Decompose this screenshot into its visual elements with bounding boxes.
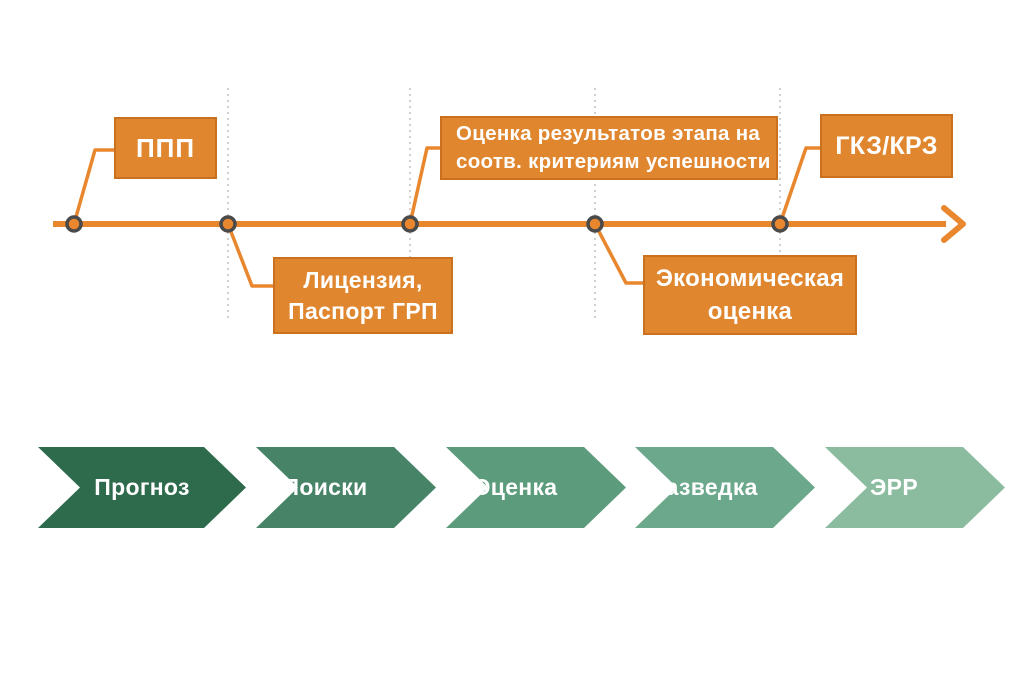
connector-line-gkz bbox=[778, 146, 823, 226]
milestone-dot bbox=[219, 215, 237, 233]
milestone-box-gkz: ГКЗ/КРЗ bbox=[820, 114, 953, 178]
stage-label: ЭРР bbox=[870, 474, 918, 500]
stage-chevron-razvedka: Разведка bbox=[635, 447, 815, 528]
milestone-dot bbox=[65, 215, 83, 233]
stage-label: Прогноз bbox=[94, 474, 190, 500]
stage-chevron-prognoz: Прогноз bbox=[38, 447, 246, 528]
milestone-box-economic: Экономическая оценка bbox=[643, 255, 857, 335]
connector-line-economic bbox=[593, 222, 646, 285]
milestone-label-line: Лицензия, bbox=[303, 266, 423, 293]
milestone-box-stage-results: Оценка результатов этапа на соотв. крите… bbox=[440, 116, 778, 180]
milestone-label: ППП bbox=[135, 132, 196, 163]
milestone-label-line: оценка bbox=[707, 298, 793, 325]
arrow-right-icon bbox=[941, 205, 966, 243]
milestone-label-line: Экономическая bbox=[655, 265, 845, 292]
milestone-box-ppp: ППП bbox=[114, 117, 217, 179]
connector-line-ppp bbox=[72, 148, 117, 226]
milestone-label: ГКЗ/КРЗ bbox=[835, 131, 938, 160]
connector-line-results bbox=[408, 146, 443, 226]
milestone-box-license: Лицензия, Паспорт ГРП bbox=[273, 257, 453, 334]
milestone-label-line: соотв. критериям успешности bbox=[456, 150, 771, 173]
milestone-dot bbox=[586, 215, 604, 233]
milestone-label-line: Оценка результатов этапа на bbox=[456, 122, 761, 145]
connector-line-license bbox=[226, 222, 276, 288]
milestone-dot bbox=[771, 215, 789, 233]
milestone-dot bbox=[401, 215, 419, 233]
milestone-label-line: Паспорт ГРП bbox=[288, 297, 438, 324]
